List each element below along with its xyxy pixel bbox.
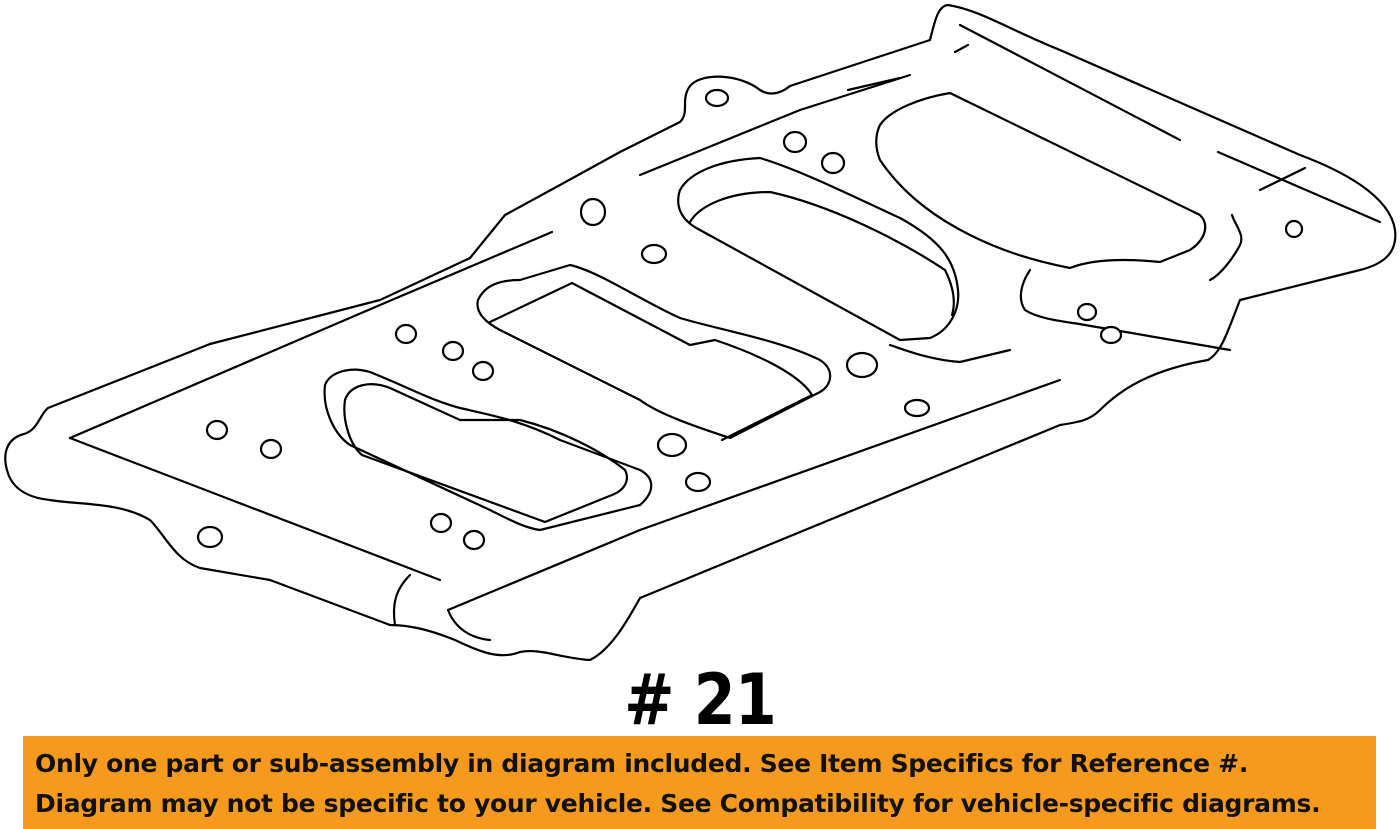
- bolt-hole: [462, 529, 486, 551]
- bolt-hole: [579, 197, 607, 227]
- bolt-hole: [1076, 302, 1098, 322]
- opening-right-rim: [1019, 268, 1232, 352]
- notice-line-2: Diagram may not be specific to your vehi…: [35, 789, 1321, 818]
- opening-middle-inner: [488, 281, 814, 442]
- bolt-hole: [196, 525, 224, 549]
- opening-left-outer: [323, 368, 653, 532]
- plate-short-dash-1: [846, 76, 902, 92]
- plate-inner-edge-left: [68, 436, 442, 582]
- plate-right-notch: [1258, 166, 1307, 192]
- opening-right-lip: [1208, 213, 1243, 282]
- bolt-hole: [394, 323, 418, 345]
- bolt-hole: [656, 432, 688, 458]
- bolt-hole: [205, 419, 229, 441]
- bolt-hole: [782, 130, 808, 154]
- opening-third-inner: [688, 190, 955, 317]
- bolt-hole: [429, 512, 453, 534]
- plate-inner-edge-rail: [958, 23, 1182, 142]
- bolt-hole: [1284, 219, 1304, 239]
- plate-inner-edge-right: [1216, 150, 1382, 224]
- part-number-label: # 21: [624, 659, 777, 741]
- bolt-hole: [640, 243, 668, 265]
- plate-inner-edge-top: [68, 230, 554, 440]
- bolt-hole: [684, 471, 712, 493]
- opening-middle-outer: [476, 263, 832, 440]
- bolt-hole: [845, 351, 879, 379]
- opening-third-outer: [677, 156, 960, 342]
- plate-front-curve: [446, 608, 492, 642]
- bolt-hole: [820, 151, 846, 175]
- opening-right-outer: [875, 91, 1207, 270]
- plate-short-dash-2: [953, 43, 970, 54]
- plate-inner-edge-mid: [638, 73, 912, 177]
- bolt-hole: [704, 88, 730, 108]
- bolt-hole: [903, 398, 931, 418]
- notice-line-1: Only one part or sub-assembly in diagram…: [35, 749, 1249, 778]
- plate-outer-outline: [4, 3, 1397, 662]
- bolt-hole: [1099, 325, 1123, 345]
- bolt-hole: [259, 438, 283, 460]
- notice-banner: Only one part or sub-assembly in diagram…: [23, 736, 1376, 829]
- plate-inner-edge-bottom: [446, 378, 1062, 612]
- plate-front-step: [392, 573, 412, 627]
- bolt-hole: [471, 360, 495, 382]
- bolt-hole: [441, 340, 465, 362]
- opening-left-inner: [343, 383, 628, 524]
- opening-third-edge: [888, 343, 1012, 364]
